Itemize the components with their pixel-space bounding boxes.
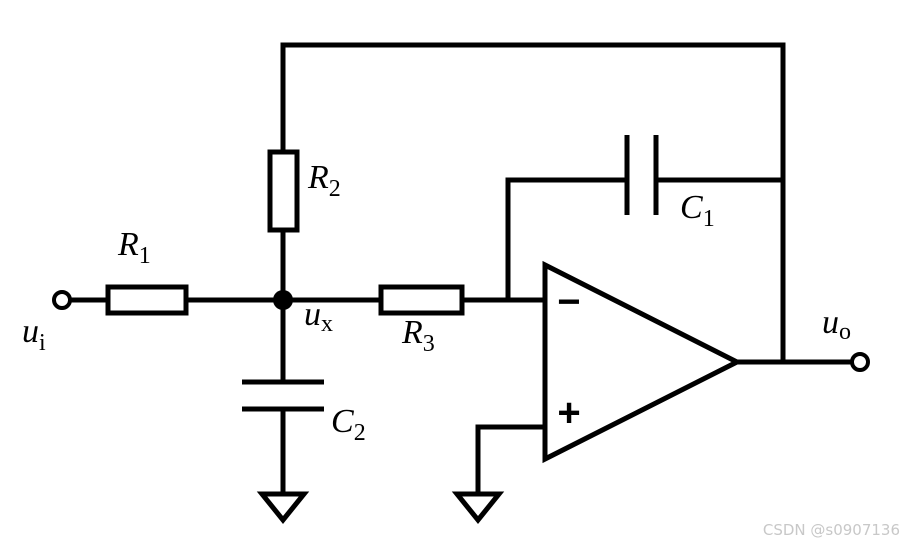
ground-icon-c2 bbox=[256, 491, 310, 524]
label-r1: R1 bbox=[117, 226, 151, 269]
resistor-r2 bbox=[267, 149, 300, 233]
label-input-voltage: ui bbox=[22, 313, 46, 356]
wire-c1-left bbox=[505, 177, 630, 303]
output-terminal bbox=[850, 352, 870, 372]
capacitor-c1 bbox=[624, 135, 659, 215]
label-c2: C2 bbox=[331, 403, 366, 446]
label-output-voltage: uo bbox=[822, 304, 851, 345]
resistor-r1 bbox=[105, 284, 189, 316]
resistor-r3 bbox=[378, 284, 465, 316]
opamp-inverting-sign: − bbox=[557, 280, 580, 324]
label-r2: R2 bbox=[307, 159, 341, 202]
input-terminal bbox=[52, 290, 72, 310]
ground-icon-opamp bbox=[451, 491, 505, 524]
watermark: CSDN @s0907136 bbox=[763, 521, 900, 539]
label-r3: R3 bbox=[401, 314, 435, 357]
wire-noninverting-ground bbox=[475, 424, 548, 497]
label-c1: C1 bbox=[680, 189, 715, 232]
label-junction-voltage: ux bbox=[304, 296, 333, 337]
opamp-triangle bbox=[542, 260, 743, 464]
opamp-noninverting-sign: + bbox=[557, 391, 580, 435]
wire-feedback-r2 bbox=[280, 42, 786, 365]
wires bbox=[67, 42, 855, 497]
junction-dot bbox=[273, 290, 293, 310]
capacitor-c2 bbox=[242, 379, 324, 412]
